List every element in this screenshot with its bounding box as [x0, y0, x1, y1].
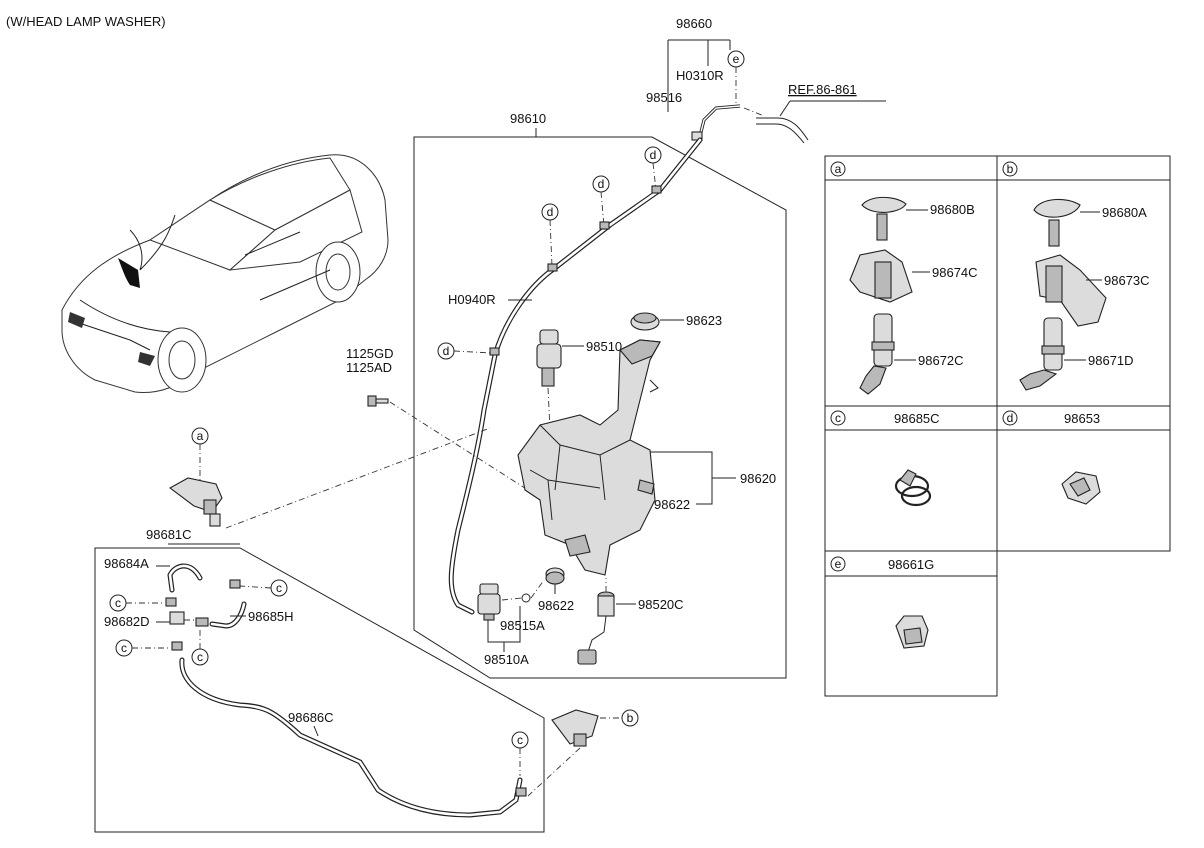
panel-d-key: d	[1007, 411, 1014, 425]
callout-d-2: d	[592, 175, 610, 193]
label-98685h: 98685H	[248, 609, 294, 624]
svg-text:b: b	[627, 711, 634, 725]
label-1125ad: 1125AD	[346, 360, 392, 375]
part-98520c-sensor	[577, 591, 615, 665]
hose-h0310r	[698, 104, 741, 137]
callout-e-top: e	[727, 50, 745, 68]
label-98610: 98610	[510, 111, 546, 126]
label-98622-b: 98622	[538, 598, 574, 613]
panel-e-title: 98661G	[888, 557, 934, 572]
part-98510-pump	[536, 329, 562, 387]
part-98672c	[873, 313, 893, 367]
svg-text:c: c	[276, 581, 282, 595]
callout-d-1: d	[644, 146, 662, 164]
label-h0940r: H0940R	[448, 292, 496, 307]
svg-text:a: a	[197, 429, 204, 443]
part-nozzle-right	[551, 709, 599, 747]
svg-text:c: c	[121, 641, 127, 655]
panel-c-key: c	[835, 411, 841, 425]
callout-a-left: a	[191, 427, 209, 445]
box-headlamp-washer	[94, 547, 545, 833]
clip-98685c-5	[515, 787, 527, 797]
clip-98653-1	[651, 185, 662, 194]
label-98686c: 98686C	[288, 710, 334, 725]
car-illustration	[61, 154, 389, 394]
part-98622-grommet	[545, 567, 565, 585]
label-1125gd: 1125GD	[346, 346, 393, 361]
part-98623-cap	[630, 312, 660, 331]
panel-a-key: a	[835, 162, 842, 176]
callout-d-3: d	[541, 203, 559, 221]
callout-d-4: d	[437, 342, 455, 360]
clip-98685c-3	[171, 641, 183, 651]
svg-text:d: d	[650, 148, 657, 162]
part-98680b	[861, 196, 907, 213]
svg-text:d: d	[598, 177, 605, 191]
part-98510a-pump	[477, 583, 501, 621]
leader-98620	[650, 451, 736, 505]
part-98661g-clip	[895, 615, 929, 649]
svg-text:e: e	[733, 52, 740, 66]
panel-a-part-1: 98680B	[930, 202, 975, 217]
part-98685c-clip	[894, 469, 932, 507]
clip-98685c-1	[229, 579, 241, 589]
part-98653-clip	[1061, 471, 1101, 505]
callout-c-3: c	[115, 639, 133, 657]
label-98510: 98510	[586, 339, 622, 354]
panel-e-key: e	[835, 557, 842, 571]
callout-c-4: c	[191, 648, 209, 666]
panel-a-part-2: 98674C	[932, 265, 978, 280]
clip-98685c-2	[165, 597, 177, 607]
hose-ref-86-861	[756, 117, 809, 144]
label-98623: 98623	[686, 313, 722, 328]
callout-c-2: c	[109, 594, 127, 612]
label-98510a: 98510A	[484, 652, 529, 667]
label-ref-86-861: REF.86-861	[788, 82, 857, 97]
header-note: (W/HEAD LAMP WASHER)	[6, 14, 166, 29]
part-98682d-connector	[169, 611, 209, 627]
label-98681c: 98681C	[146, 527, 192, 542]
panel-b-key: b	[1007, 162, 1014, 176]
parts-panel: a 98680B 98674C 98672C b 98680A 98673C 9…	[824, 155, 1171, 697]
panel-c-title: 98685C	[894, 411, 940, 426]
hose-98686c	[179, 657, 523, 818]
part-98515a-seal	[521, 593, 531, 603]
clip-98653-3	[547, 263, 558, 272]
part-98620-reservoir	[517, 339, 661, 576]
label-98520c: 98520C	[638, 597, 684, 612]
callout-b-right: b	[621, 709, 639, 727]
panel-a-part-3: 98672C	[918, 353, 964, 368]
callout-c-5: c	[511, 731, 529, 749]
panel-b-part-2: 98673C	[1104, 273, 1150, 288]
panel-d-title: 98653	[1064, 411, 1100, 426]
part-98680a	[1033, 198, 1081, 218]
label-98684a: 98684A	[104, 556, 149, 571]
svg-text:c: c	[115, 596, 121, 610]
label-98620: 98620	[740, 471, 776, 486]
box-98610	[413, 136, 787, 679]
part-98681c-nozzle-left	[168, 477, 223, 527]
clip-98653-2	[599, 221, 610, 230]
label-98515a: 98515A	[500, 618, 545, 633]
svg-text:c: c	[197, 650, 203, 664]
label-98682d: 98682D	[104, 614, 150, 629]
panel-b-part-1: 98680A	[1102, 205, 1147, 220]
part-1125-bolt	[367, 395, 389, 407]
svg-text:d: d	[443, 344, 450, 358]
callout-c-1: c	[270, 579, 288, 597]
label-98660: 98660	[676, 16, 712, 31]
panel-b-part-3: 98671D	[1088, 353, 1134, 368]
clip-98653-4	[489, 347, 500, 356]
leader-98660	[667, 39, 731, 112]
label-98516: 98516	[646, 90, 682, 105]
svg-text:c: c	[517, 733, 523, 747]
label-h0310r: H0310R	[676, 68, 724, 83]
label-98622-a: 98622	[654, 497, 690, 512]
svg-text:d: d	[547, 205, 554, 219]
part-98671d	[1043, 317, 1063, 371]
